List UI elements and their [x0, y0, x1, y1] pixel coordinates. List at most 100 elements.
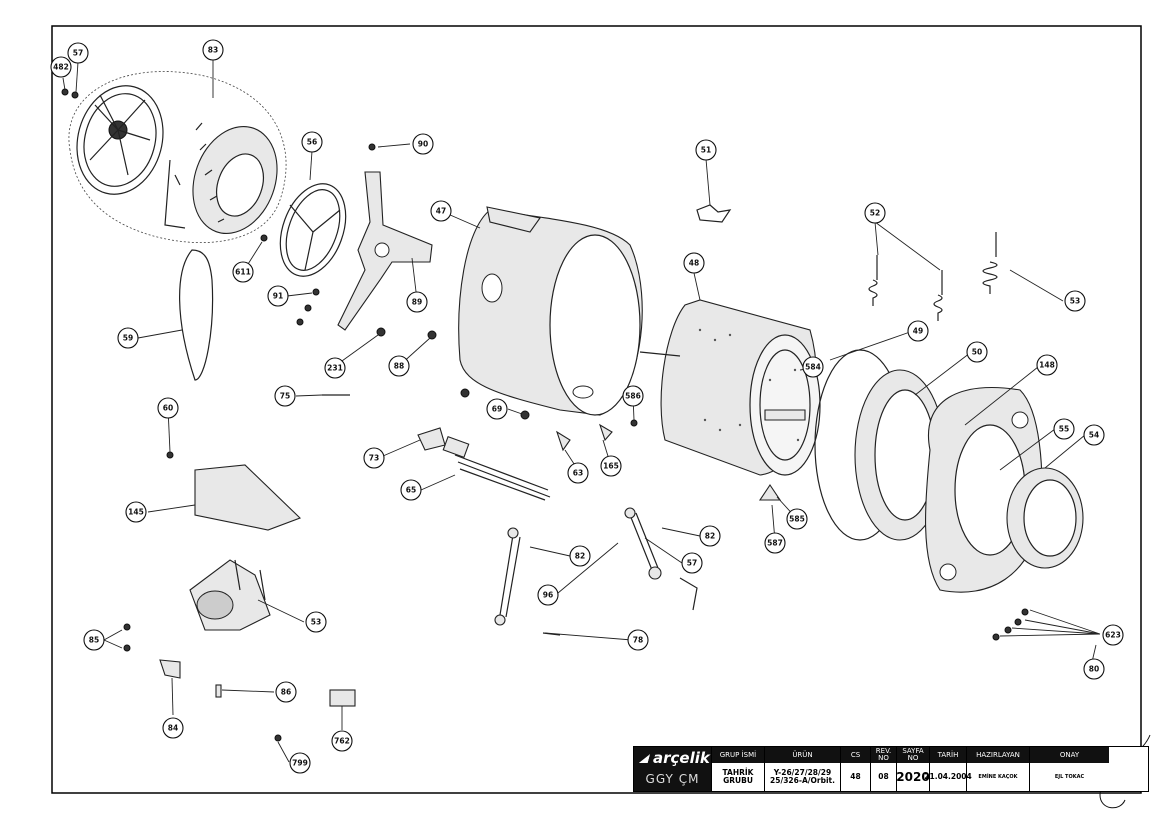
svg-text:165: 165: [603, 462, 619, 471]
clamp-parts: [555, 423, 613, 452]
cs-header: CS: [841, 747, 870, 763]
callout-86: 86: [275, 681, 297, 703]
callout-63-mid: 63: [567, 462, 589, 484]
callout-88: 88: [388, 355, 410, 377]
svg-text:75: 75: [280, 392, 290, 401]
callout-48: 48: [683, 252, 705, 274]
cover-part: [194, 464, 302, 531]
callout-82-right: 82: [699, 525, 721, 547]
rev-header: REV. NO: [871, 747, 896, 763]
callout-89: 89: [406, 291, 428, 313]
date-value: 21.04.2004: [924, 772, 972, 781]
callout-57-top: 57: [67, 42, 89, 64]
callout-53-bottom: 53: [305, 611, 327, 633]
svg-text:59: 59: [123, 334, 133, 343]
callout-584: 584: [802, 356, 824, 378]
prepared-cell: HAZIRLAYAN EMİNE KAÇOK: [966, 747, 1029, 791]
callout-53-top: 53: [1064, 290, 1086, 312]
svg-text:56: 56: [307, 138, 317, 147]
bolt-parts: [61, 88, 1029, 652]
callout-78: 78: [627, 629, 649, 651]
callout-51: 51: [695, 139, 717, 161]
svg-text:586: 586: [625, 392, 641, 401]
svg-text:623: 623: [1105, 631, 1121, 640]
callout-762: 762: [331, 730, 353, 752]
cs-value: 48: [850, 772, 861, 781]
callout-49: 49: [907, 320, 929, 342]
shock-absorber-a-part: [499, 534, 521, 618]
callout-80: 80: [1083, 658, 1105, 680]
svg-text:762: 762: [334, 737, 350, 746]
callout-83: 83: [202, 39, 224, 61]
svg-text:231: 231: [327, 364, 343, 373]
svg-text:91: 91: [273, 292, 283, 301]
leader-lines: [62, 59, 1101, 763]
callout-84: 84: [162, 717, 184, 739]
callout-91: 91: [267, 285, 289, 307]
svg-text:49: 49: [913, 327, 923, 336]
door-bellows-part: [1006, 467, 1084, 569]
brand-cell: arçelik GGY ÇM: [634, 747, 711, 791]
date-cell: TARİH 21.04.2004: [924, 747, 972, 791]
approved-header: ONAY: [1030, 747, 1109, 763]
callout-96: 96: [537, 584, 559, 606]
page-cell: SAYFA NO 2020: [896, 747, 930, 791]
part-585: [758, 484, 782, 501]
svg-text:48: 48: [689, 259, 699, 268]
brand-logo: arçelik: [634, 747, 711, 769]
svg-text:86: 86: [281, 688, 291, 697]
svg-text:611: 611: [235, 268, 251, 277]
callout-585: 585: [786, 508, 808, 530]
sheet-border: [51, 25, 1142, 794]
callout-56: 56: [301, 131, 323, 153]
prepared-header: HAZIRLAYAN: [967, 747, 1029, 763]
svg-text:482: 482: [53, 63, 69, 72]
cs-cell: CS 48: [840, 747, 870, 791]
svg-text:89: 89: [412, 298, 422, 307]
callout-90: 90: [412, 133, 434, 155]
svg-text:84: 84: [168, 724, 178, 733]
svg-text:82: 82: [575, 552, 585, 561]
callout-586: 586: [622, 385, 644, 407]
svg-text:82: 82: [705, 532, 715, 541]
svg-text:585: 585: [789, 515, 805, 524]
washer-799-part: [274, 734, 282, 742]
bracket-84-part: [159, 659, 181, 679]
svg-text:57: 57: [687, 559, 697, 568]
brand-name: arçelik: [653, 749, 710, 767]
approved-value: EJL TOKAC: [1054, 774, 1085, 780]
svg-text:148: 148: [1039, 361, 1055, 370]
callout-611: 611: [232, 261, 254, 283]
callout-50: 50: [966, 341, 988, 363]
svg-text:88: 88: [394, 362, 404, 371]
callout-59: 59: [117, 327, 139, 349]
title-block: arçelik GGY ÇM GRUP İSMİ TAHRİK GRUBU ÜR…: [633, 746, 1149, 792]
group-name-cell: GRUP İSMİ TAHRİK GRUBU: [711, 747, 764, 791]
svg-text:54: 54: [1089, 431, 1099, 440]
rev-cell: REV. NO 08: [870, 747, 896, 791]
motor-bracket-part: [189, 559, 271, 631]
callout-69: 69: [486, 398, 508, 420]
brand-mark-icon: [639, 754, 650, 763]
group-name-value: TAHRİK GRUBU: [722, 768, 754, 785]
callout-82-left: 82: [569, 545, 591, 567]
inner-drum-part: [639, 299, 821, 476]
group-name-header: GRUP İSMİ: [712, 747, 764, 763]
svg-text:63: 63: [573, 469, 583, 478]
shock-absorber-b-part: [629, 512, 659, 571]
connector-762-part: [329, 689, 356, 707]
svg-text:80: 80: [1089, 665, 1099, 674]
callout-47: 47: [430, 200, 452, 222]
belt-part: [179, 249, 214, 381]
svg-text:83: 83: [208, 46, 218, 55]
callout-75: 75: [274, 385, 296, 407]
model-value: Y-26/27/28/29 25/326-A/Orbit.: [770, 768, 835, 785]
callout-85: 85: [83, 629, 105, 651]
svg-text:587: 587: [767, 539, 783, 548]
drum-pulley-part: [279, 183, 347, 277]
callout-587: 587: [764, 532, 786, 554]
callout-482: 482: [50, 56, 72, 78]
callout-73: 73: [363, 447, 385, 469]
svg-text:69: 69: [492, 405, 502, 414]
